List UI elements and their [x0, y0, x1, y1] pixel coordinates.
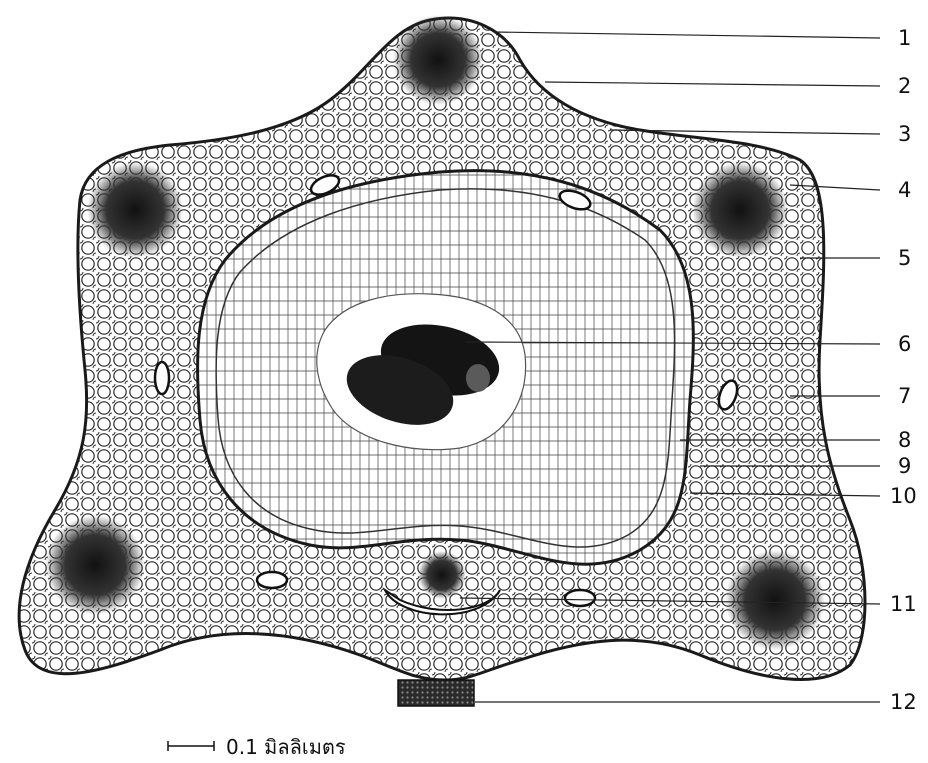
label-11: 11 — [890, 592, 917, 616]
number-labels: 1 2 3 4 5 6 7 8 9 10 11 12 — [890, 26, 917, 714]
scale-bar-label: 0.1 มิลลิเมตร — [226, 731, 346, 763]
label-1: 1 — [898, 26, 911, 50]
label-2: 2 — [898, 74, 911, 98]
label-10: 10 — [890, 484, 917, 508]
label-3: 3 — [898, 122, 911, 146]
label-8: 8 — [898, 428, 911, 452]
label-12: 12 — [890, 690, 917, 714]
label-5: 5 — [898, 246, 911, 270]
label-6: 6 — [898, 332, 911, 356]
label-9: 9 — [898, 454, 911, 478]
basal-stalk — [398, 680, 474, 706]
scale-bar — [168, 741, 214, 751]
central-body-highlight — [466, 364, 490, 392]
label-4: 4 — [898, 178, 911, 202]
label-7: 7 — [898, 384, 911, 408]
